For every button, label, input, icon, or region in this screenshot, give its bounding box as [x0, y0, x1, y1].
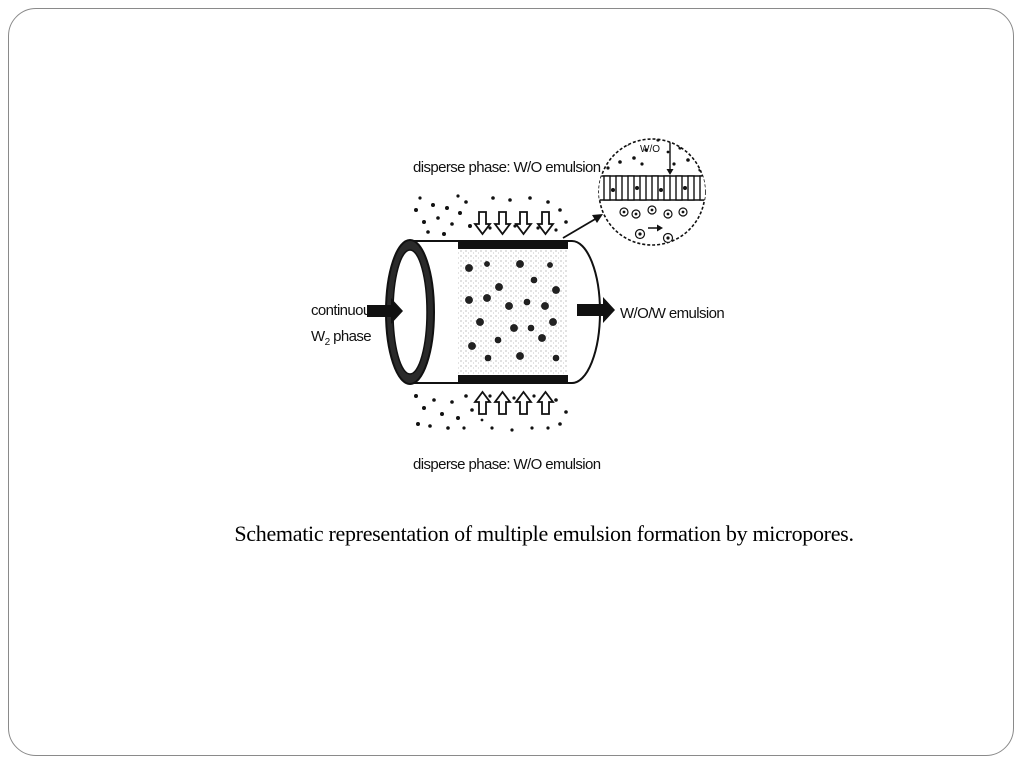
continuous-phase-label-line2: W2 phase [311, 328, 371, 348]
top-droplet-cloud [414, 194, 568, 236]
bottom-inward-arrows [473, 390, 555, 415]
figure-caption: Schematic representation of multiple emu… [234, 521, 854, 546]
outflow-arrow [577, 297, 615, 323]
inflow-arrow [367, 298, 403, 324]
inset-pointer [562, 214, 603, 239]
top-disperse-label: disperse phase: W/O emulsion [413, 159, 601, 176]
wow-droplets [465, 260, 560, 362]
bottom-disperse-label: disperse phase: W/O emulsion [413, 456, 601, 473]
continuous-phase-label-line1: continuous [311, 302, 378, 319]
top-inward-arrows [473, 211, 555, 236]
inset-label: W/O [640, 144, 660, 155]
membrane-tube [409, 240, 601, 384]
bottom-droplet-cloud [414, 394, 568, 432]
magnified-pore-inset: W/O [598, 138, 706, 246]
output-label: W/O/W emulsion [620, 305, 724, 322]
